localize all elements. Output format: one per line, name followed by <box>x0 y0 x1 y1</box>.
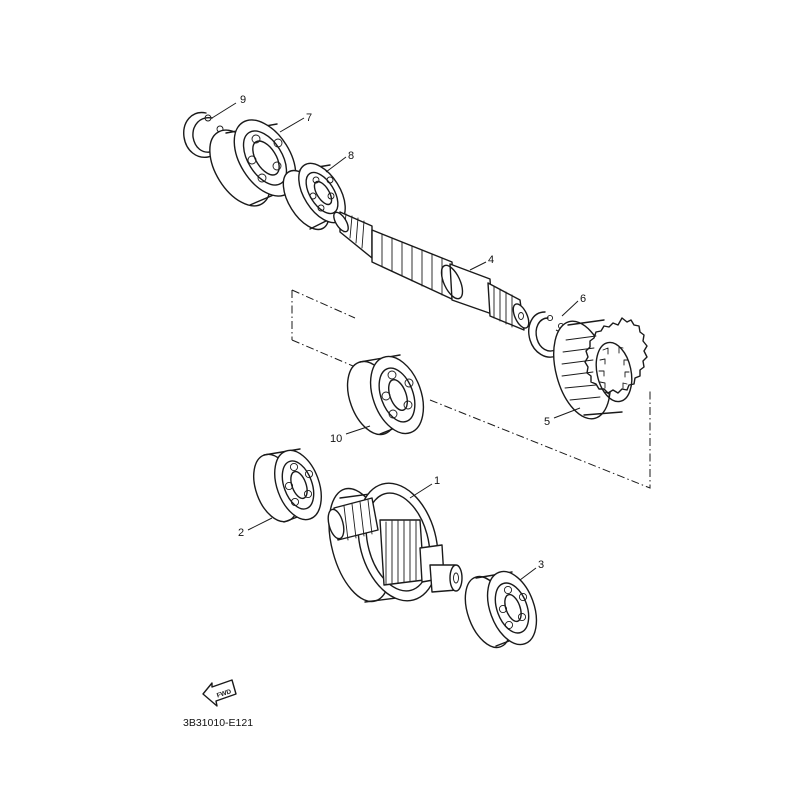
callout-8: 8 <box>348 150 354 162</box>
part-8-bearing <box>282 162 346 231</box>
callout-7: 7 <box>306 112 312 124</box>
callout-3: 3 <box>538 559 544 571</box>
callout-2: 2 <box>238 527 244 539</box>
fwd-label: FWD <box>216 688 233 699</box>
callout-10: 10 <box>330 433 342 445</box>
diagram-code: 3B31010-E121 <box>183 717 253 729</box>
part-3-bearing <box>464 570 538 649</box>
assembly-dashed-outline <box>291 289 651 489</box>
callout-1: 1 <box>434 475 440 487</box>
part-1-gear-assembly <box>327 482 463 603</box>
part-4-main-shaft <box>333 211 530 331</box>
callout-5: 5 <box>544 416 550 428</box>
part-10-bearing <box>346 354 425 436</box>
part-2-bearing <box>253 448 322 523</box>
callout-leaders <box>211 102 581 581</box>
fwd-arrow-icon: FWD <box>202 679 237 707</box>
callout-6: 6 <box>580 293 586 305</box>
part-5-gear <box>553 317 648 420</box>
callout-4: 4 <box>488 254 494 266</box>
callout-9: 9 <box>240 94 246 106</box>
